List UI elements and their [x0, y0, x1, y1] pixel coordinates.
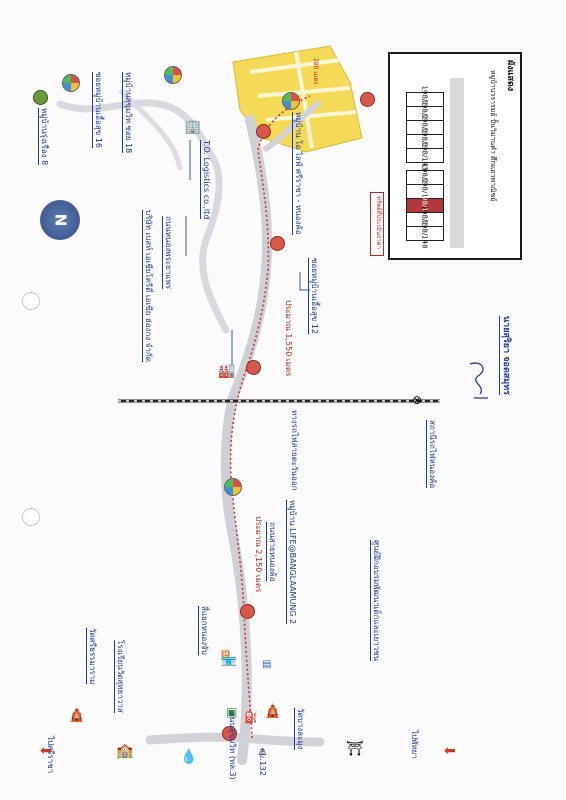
fuel-icon: ⛽ — [244, 711, 258, 724]
label-to-sriracha: ไปศรีราชา — [46, 736, 55, 774]
label-center: ศูนย์ฝึกอบรมพัฒนาเด็กและเยาวชน — [370, 540, 381, 662]
label-village-main: หมู่บ้าน โอ ไลฟ์ ศรีราชา - หนองค้อ — [292, 112, 303, 235]
bank-icon: 💧 — [180, 749, 198, 765]
signature-mark — [466, 358, 492, 402]
village-roads — [249, 51, 357, 149]
road-to-village — [262, 99, 322, 153]
label-school-road: ถนนหนองพระยาแพร — [162, 216, 173, 290]
label-station: สถานีรถไฟหนองค้อ — [426, 420, 437, 489]
landmark-pin-icon — [270, 236, 285, 251]
route-path — [229, 95, 311, 739]
arrow-right-icon: ⬅ — [444, 743, 456, 759]
label-dist-1: ประมาณ 1,550 เมตร — [284, 300, 293, 377]
label-sukhumvit: ถนนสุขุมวิท (ทล.3) — [228, 712, 237, 780]
label-dist-2: ประมาณ 2,150 เมตร — [254, 516, 263, 593]
label-wat-top: วัดศรีธรรมาราม — [86, 628, 97, 685]
label-soi12: ซอยหมู่บ้านเอื้อสุข 12 — [308, 258, 319, 334]
compass-icon: N — [40, 200, 80, 240]
inset-unit: 198/148 — [406, 219, 444, 248]
inset-callout: ทรัพย์ที่ประเมินราคา — [375, 196, 382, 249]
label-moo8: หมู่บ้านรุ่งเรือง 8 — [38, 108, 49, 166]
inset-unit: 198/143 — [406, 141, 444, 170]
binder-hole-1 — [22, 292, 40, 310]
label-railway: ทางรถไฟสายตะวันออก — [290, 410, 299, 491]
intersection-icon — [282, 92, 300, 110]
intersection-icon — [62, 74, 80, 92]
label-school: โรงเรียนวัดสุทธาวาส — [114, 640, 125, 713]
arrow-left-icon: ⬅ — [40, 743, 52, 759]
traffic-light-icon: ▣ — [226, 705, 238, 719]
building-icon: 🏢 — [184, 119, 202, 135]
label-dist-3: 280 เมตร — [312, 58, 319, 85]
side-road-west — [118, 88, 183, 171]
inset-callout-box — [370, 192, 384, 256]
landmark-pin-icon — [246, 360, 261, 375]
factory-icon: 🏭 — [218, 363, 236, 379]
main-road — [220, 115, 273, 765]
logistics-icon: ▤ — [262, 659, 272, 670]
north-arrow: N — [40, 200, 80, 240]
intersection-icon — [164, 66, 182, 84]
railway-crossing-icon: ⊗ — [412, 393, 423, 407]
landmark-pin-icon — [360, 92, 375, 107]
label-company: บริษัท เบสท์ เอเชียโตรีตี่ เอเซีย ฮ่องกง… — [142, 210, 153, 362]
label-intersection: สี่แยกหนองจับ — [198, 606, 209, 655]
landmark-pin-icon — [240, 604, 255, 619]
school-icon: 🏫 — [116, 743, 134, 759]
label-km132: กม.132 — [258, 748, 267, 776]
label-to-pattaya: ไปพัทยา — [410, 730, 419, 759]
intersection-icon — [224, 478, 242, 496]
label-wat-bottom: วัดบางละมุง — [294, 708, 305, 750]
temple-icon: 🛕 — [264, 703, 282, 719]
inset-plan: ผังแสดง หมู่บ้านวรารมย์ ปั้นวิมานคำ ตึกแ… — [370, 52, 522, 260]
village-pin-icon — [33, 90, 48, 105]
label-logistics: T.O. Logistics co.,ltd — [200, 140, 211, 220]
inset-title: ผังแสดง — [505, 60, 515, 92]
km-marker-icon: ⚠ — [258, 747, 267, 758]
label-soi16: ซอยหมู่บ้านเอื้อสุข 16 — [92, 72, 103, 148]
market-icon: 🏪 — [220, 651, 238, 667]
temple-icon: 🛕 — [68, 707, 86, 723]
inset-street — [450, 78, 464, 248]
monument-icon: ⛩ — [346, 741, 364, 757]
binder-hole-2 — [22, 508, 40, 526]
sukhumvit-road — [145, 732, 325, 747]
label-soi18: หมู่บ้านสุขุมวิท ซอย 18 — [122, 72, 133, 154]
label-soi-nongkho: ถนนสายหนองค้อ — [266, 522, 277, 582]
label-life-village: หมู่บ้าน LIFE@BANGLAAMUNG 2 — [286, 500, 297, 625]
landmark-pin-icon — [256, 124, 271, 139]
inset-subtitle: หมู่บ้านวรารมย์ ปั้นวิมานคำ ตึกแถวพาณิชย… — [489, 70, 497, 202]
signature-name: นายสุริยา จอดสมุทร — [499, 316, 511, 395]
landmark-pin-icon — [222, 726, 237, 741]
